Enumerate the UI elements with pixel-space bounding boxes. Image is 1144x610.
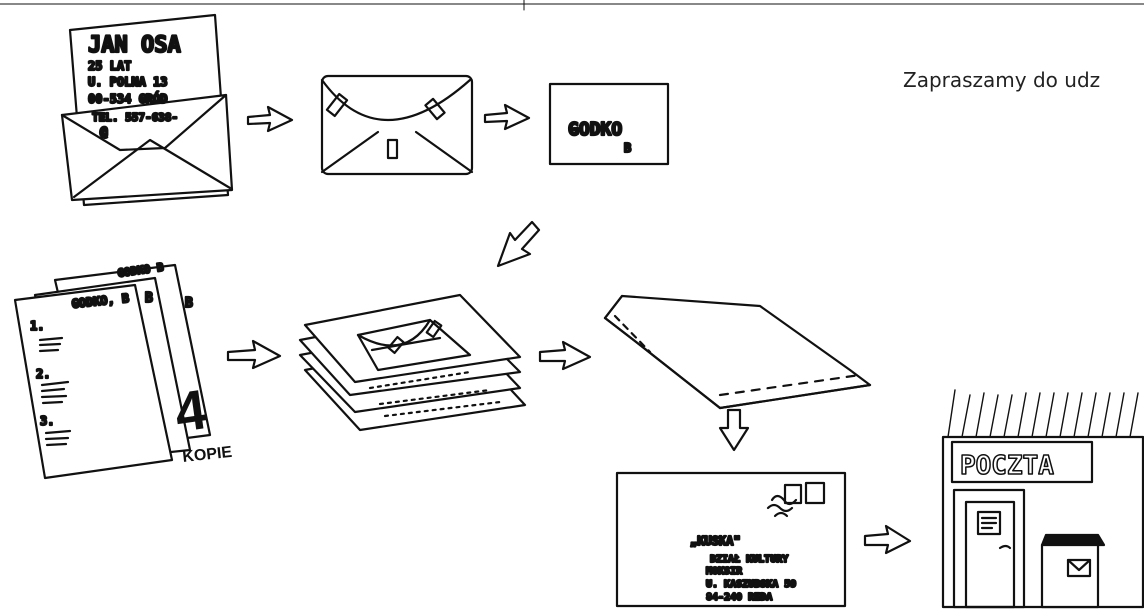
address-card: „KUSKA" DZIAŁ KULTURY MOKSIR U. KASZUBSK…	[617, 473, 845, 606]
arrow-right-5	[865, 526, 910, 553]
letter-name: JAN OSA	[88, 33, 181, 58]
arrow-right-4	[540, 342, 590, 369]
page-item-3: 3.	[40, 414, 54, 428]
code-card: GODKO B	[550, 84, 668, 164]
mailbox	[1042, 535, 1104, 607]
post-office: POCZTA	[943, 390, 1143, 607]
arrow-right-2	[485, 105, 529, 129]
address-line-3: MOKSIR	[706, 566, 743, 577]
sealed-envelope	[322, 76, 472, 174]
letter-age: 25 LAT	[88, 59, 131, 73]
page-item-1: 1.	[30, 319, 44, 333]
page-side-b2: B	[185, 296, 193, 311]
enveloped-stack	[300, 295, 525, 430]
code-label: GODKO	[568, 119, 622, 140]
code-sub: B	[624, 141, 631, 155]
arrow-down	[720, 410, 748, 450]
arrow-right-3	[228, 341, 280, 368]
letter-in-envelope: JAN OSA 25 LAT U. POLNA 13 00-534 GRÓD T…	[62, 15, 232, 205]
page-side-b1: B	[145, 291, 153, 306]
letter-phone: TEL. 557-638-	[92, 111, 178, 124]
post-sign-text: POCZTA	[960, 451, 1054, 481]
large-envelope	[605, 296, 870, 408]
letter-postcode: 00-534 GRÓD	[88, 91, 167, 106]
pages-stack: GODKO B GODKO, B B B 1. 2. 3.	[15, 261, 210, 478]
address-line-5: 84-240 REDA	[706, 592, 772, 603]
letter-email: @	[100, 125, 108, 140]
arrow-down-left	[498, 222, 539, 266]
arrow-right-1	[248, 107, 292, 131]
letter-street: U. POLNA 13	[88, 75, 167, 89]
page-item-2: 2.	[36, 367, 50, 381]
address-line-1: „KUSKA"	[690, 534, 741, 548]
address-line-4: U. KASZUBSKA 59	[706, 579, 796, 590]
address-line-2: DZIAŁ KULTURY	[710, 554, 788, 565]
copies-label: 4 KOPIE	[171, 377, 233, 466]
